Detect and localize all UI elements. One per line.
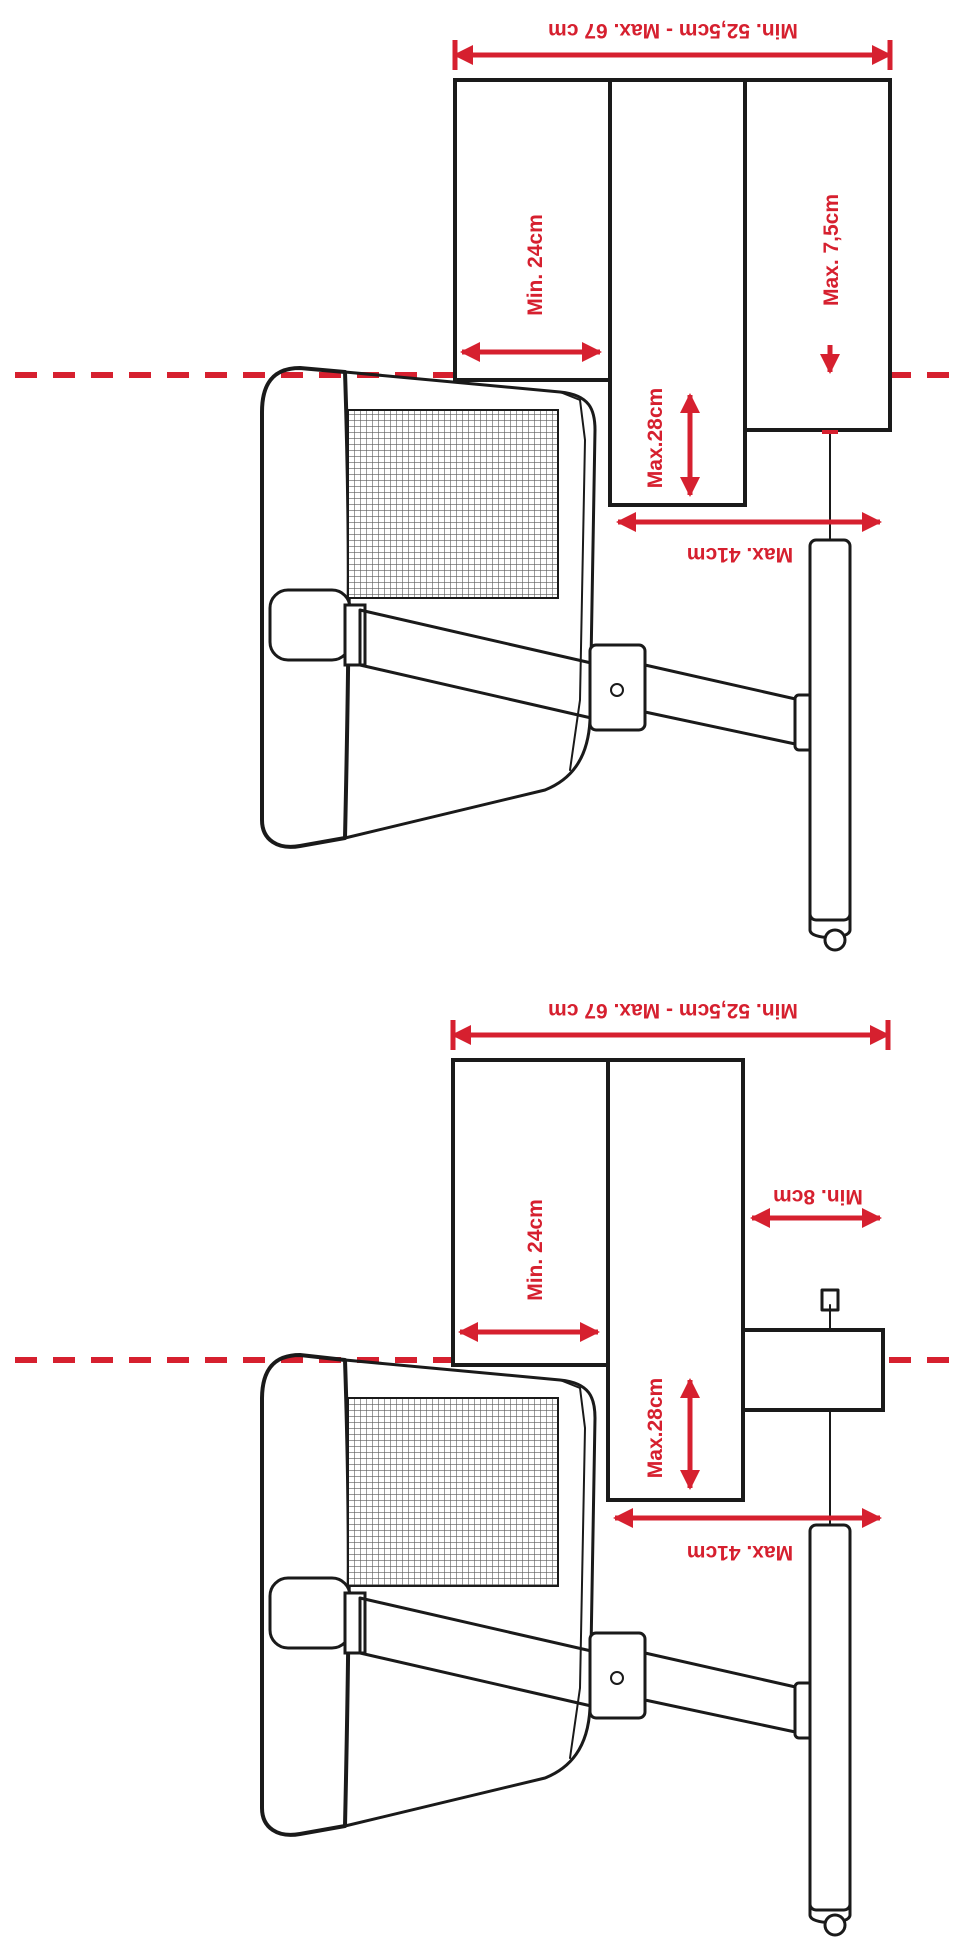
tray-bracket <box>741 1328 885 1412</box>
arm-pad <box>268 1576 352 1650</box>
dimension-max-offset: Max. 7,5cm <box>820 194 843 434</box>
seat-illustration <box>260 366 852 952</box>
dimension-max-height: Max.28cm <box>644 388 700 497</box>
bolt-icon <box>610 683 624 697</box>
dimension-max-height: Max.28cm <box>644 1378 700 1490</box>
bolt-icon <box>610 1671 624 1685</box>
label-max-offset: Max. 7,5cm <box>820 194 843 306</box>
mesh-panel <box>347 409 559 599</box>
dimension-min-gap: Min. 8cm <box>750 1185 882 1228</box>
label-max-height: Max.28cm <box>644 1378 667 1478</box>
dimension-max-reach: Max. 41cm <box>616 512 882 566</box>
diagram-top: Min. 52,5cm - Max. 67 cm Min. 24cm Max.2… <box>15 19 965 952</box>
wheel-icon <box>823 1913 847 1937</box>
label-total-width: Min. 52,5cm - Max. 67 cm <box>548 19 798 42</box>
tray-left <box>451 1058 610 1367</box>
dimension-min-depth: Min. 24cm <box>460 214 602 362</box>
tray-left <box>453 78 612 382</box>
wheel-icon <box>823 928 847 952</box>
dimension-total-width: Min. 52,5cm - Max. 67 cm <box>452 19 893 70</box>
support-post <box>808 538 852 922</box>
mesh-panel <box>347 1397 559 1587</box>
label-min-depth: Min. 24cm <box>524 214 547 316</box>
label-max-height: Max.28cm <box>644 388 667 488</box>
tray-middle <box>608 78 747 507</box>
tray-middle <box>606 1058 745 1502</box>
label-max-reach: Max. 41cm <box>687 1541 793 1564</box>
dimension-total-width: Min. 52,5cm - Max. 67 cm <box>450 999 891 1050</box>
seat-illustration <box>260 1288 852 1937</box>
label-min-depth: Min. 24cm <box>524 1199 547 1301</box>
support-post <box>808 1523 852 1912</box>
label-total-width: Min. 52,5cm - Max. 67 cm <box>548 999 798 1022</box>
dimension-max-reach: Max. 41cm <box>613 1508 882 1564</box>
tray-right <box>743 78 892 432</box>
label-min-gap: Min. 8cm <box>773 1185 863 1208</box>
arm-pad <box>268 588 352 662</box>
label-max-reach: Max. 41cm <box>687 543 793 566</box>
dimension-min-depth: Min. 24cm <box>458 1199 600 1342</box>
diagram-bottom: Min. 52,5cm - Max. 67 cm Min. 8cm Min. 2… <box>15 999 965 1937</box>
